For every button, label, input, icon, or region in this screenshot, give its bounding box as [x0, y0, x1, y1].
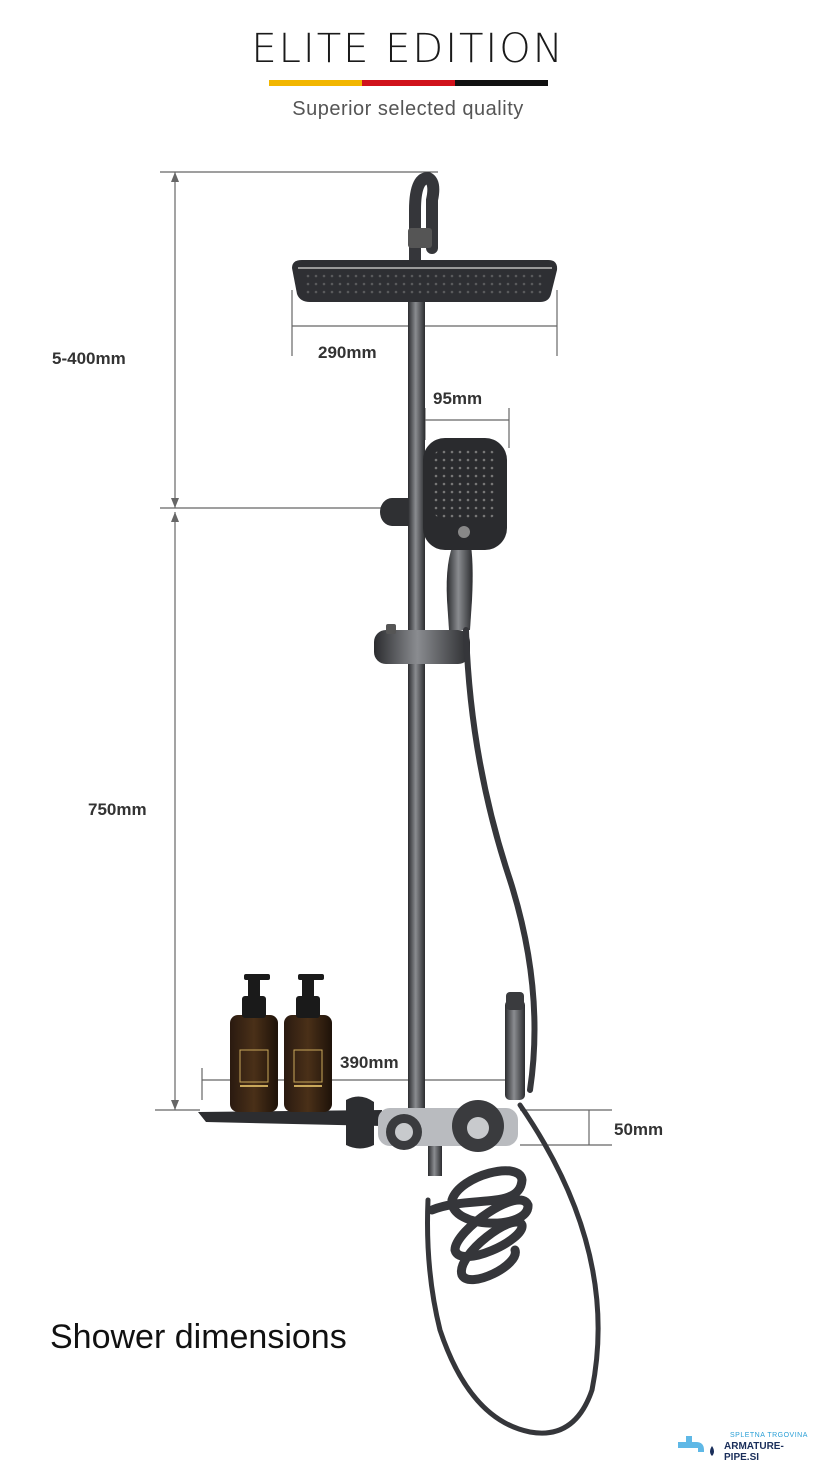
shelf: [198, 1096, 382, 1149]
soap-bottle-left: [230, 974, 278, 1112]
dimension-lines: [155, 171, 612, 1146]
dim-label-valve-height: 50mm: [614, 1120, 663, 1139]
dim-label-height-adjust: 5-400mm: [52, 349, 126, 368]
flag-stripe-yellow: [269, 80, 362, 86]
flag-stripe: [269, 80, 548, 86]
shower-column: [380, 171, 440, 1115]
dim-label-shelf-width: 390mm: [340, 1053, 399, 1072]
store-logo: SPLETNA TRGOVINA ARMATURE-PIPE.SI: [672, 1424, 812, 1464]
hose: [425, 627, 601, 1436]
shower-dimension-diagram: 5-400mm 290mm 95mm 750mm 390mm 50mm: [52, 171, 663, 1436]
overhead-shower: [292, 260, 558, 302]
slider-bracket: [374, 624, 470, 664]
dimension-arrows: [171, 172, 179, 1110]
page-subtitle: Superior selected quality: [292, 98, 524, 120]
header: ELITE EDITION Superior selected quality: [0, 0, 816, 140]
diverter-valve: [505, 992, 525, 1100]
soap-bottle-right: [284, 974, 332, 1112]
logo-name: ARMATURE-PIPE.SI: [724, 1441, 784, 1463]
mixer-valve: [378, 1100, 518, 1176]
page-title: ELITE EDITION: [251, 26, 565, 72]
logo-tagline: SPLETNA TRGOVINA: [730, 1432, 808, 1439]
flag-stripe-black: [455, 80, 548, 86]
faucet-drop-icon: [678, 1436, 714, 1456]
dim-label-hand-shower-width: 95mm: [433, 389, 482, 408]
diagram-caption: Shower dimensions: [50, 1318, 347, 1356]
hand-shower: [423, 438, 507, 630]
dim-label-rail-height: 750mm: [88, 800, 147, 819]
flag-stripe-red: [362, 80, 455, 86]
dim-label-overhead-width: 290mm: [318, 343, 377, 362]
